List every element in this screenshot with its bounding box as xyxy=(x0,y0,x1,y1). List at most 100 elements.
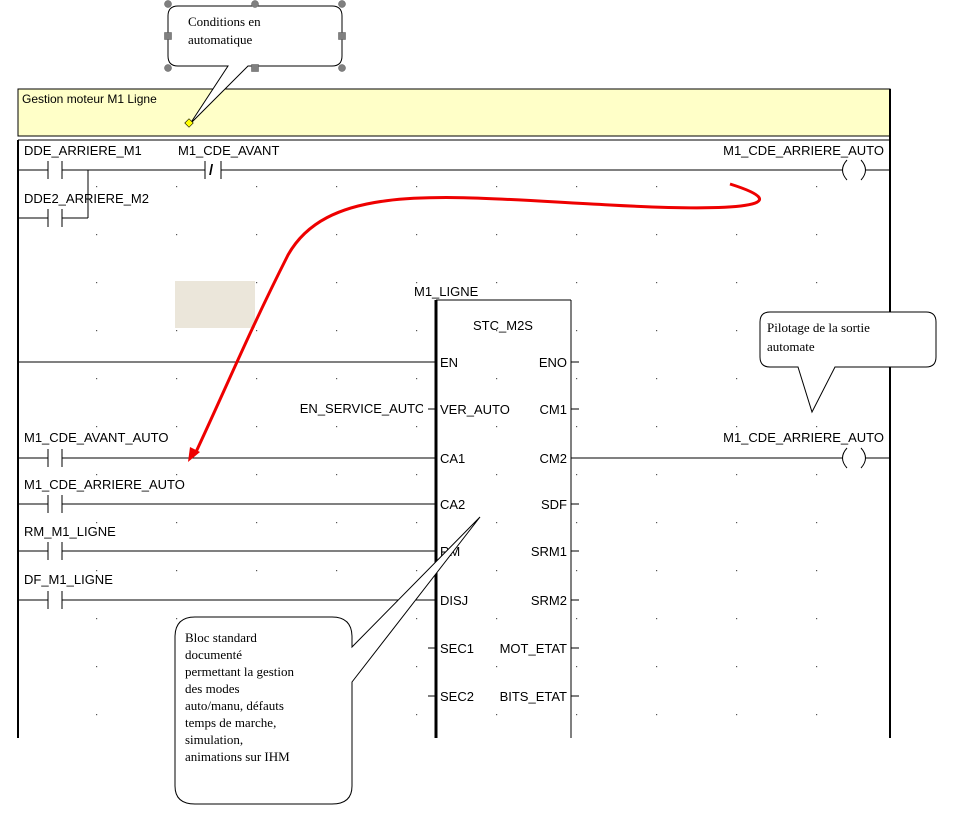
coil-m1-cde-arriere-auto-2: M1_CDE_ARRIERE_AUTO xyxy=(723,430,884,445)
block-pins: ENENOVER_AUTOCM1CA1CM2CA2SDFRMSRM1DISJSR… xyxy=(428,355,579,704)
pin-right-label: CM2 xyxy=(540,451,567,466)
selection-handles[interactable] xyxy=(164,0,346,72)
callout-bloc-line: simulation, xyxy=(185,732,243,747)
grid-dot xyxy=(576,666,578,668)
grid-dot xyxy=(656,714,658,716)
grid-dot xyxy=(576,714,578,716)
grid-dot xyxy=(816,426,818,428)
callout-conditions-line2: automatique xyxy=(188,32,252,47)
contact-dde-arriere-m1: DDE_ARRIERE_M1 xyxy=(24,143,142,158)
grid-dot xyxy=(496,714,498,716)
grid-dot xyxy=(256,426,258,428)
grid-dot xyxy=(336,426,338,428)
grid-dot xyxy=(576,282,578,284)
grid-dot xyxy=(256,234,258,236)
grid-dot xyxy=(416,378,418,380)
empty-placeholder xyxy=(175,281,255,328)
rung-1 xyxy=(18,159,890,227)
grid-dot xyxy=(736,570,738,572)
grid-dot xyxy=(96,714,98,716)
grid-dot xyxy=(816,234,818,236)
grid-dot xyxy=(176,186,178,188)
pin-right-label: BITS_ETAT xyxy=(500,689,567,704)
grid-dot xyxy=(656,378,658,380)
grid-dot xyxy=(576,234,578,236)
grid-dot xyxy=(816,186,818,188)
block-instance-name: M1_LIGNE xyxy=(414,284,479,299)
grid-dot xyxy=(576,522,578,524)
contact-dde2-arriere-m2: DDE2_ARRIERE_M2 xyxy=(24,191,149,206)
grid-dot xyxy=(496,522,498,524)
callout-anchor-handle[interactable] xyxy=(184,118,194,128)
callout-conditions[interactable]: Conditions en automatique xyxy=(164,0,346,128)
negation-symbol: / xyxy=(209,162,214,179)
grid-dot xyxy=(496,570,498,572)
grid-dot xyxy=(496,330,498,332)
grid-dot xyxy=(816,282,818,284)
grid-dot xyxy=(96,378,98,380)
grid-dot xyxy=(736,474,738,476)
block-input-wires xyxy=(18,361,890,609)
grid-dot xyxy=(656,426,658,428)
grid-dot xyxy=(96,330,98,332)
grid-dot xyxy=(96,618,98,620)
callout-pilotage: Pilotage de la sortie automate xyxy=(759,311,937,414)
grid-dot xyxy=(656,522,658,524)
grid-dot xyxy=(496,234,498,236)
grid-dot xyxy=(656,282,658,284)
pin-right-label: ENO xyxy=(539,355,567,370)
callout-bloc-line: temps de marche, xyxy=(185,715,276,730)
pin-right-label: MOT_ETAT xyxy=(500,641,567,656)
grid-dot xyxy=(176,474,178,476)
grid-dot xyxy=(736,330,738,332)
grid-dot xyxy=(256,282,258,284)
contact-m1-cde-avant: M1_CDE_AVANT xyxy=(178,143,279,158)
pin-right-label: SRM1 xyxy=(531,544,567,559)
grid-dot xyxy=(176,426,178,428)
grid-dot xyxy=(416,426,418,428)
function-block: M1_LIGNE STC_M2S xyxy=(414,284,572,738)
grid-dot xyxy=(96,186,98,188)
grid-dot xyxy=(336,282,338,284)
block-type: STC_M2S xyxy=(473,318,533,333)
grid-dot xyxy=(256,378,258,380)
callout-bloc-line: animations sur IHM xyxy=(185,749,290,764)
grid-dot xyxy=(736,618,738,620)
grid-dot xyxy=(816,618,818,620)
callout-bloc-line: auto/manu, défauts xyxy=(185,698,284,713)
grid-dot xyxy=(656,570,658,572)
grid-dot xyxy=(256,330,258,332)
grid-dot xyxy=(576,186,578,188)
grid-dot xyxy=(96,522,98,524)
grid-dot xyxy=(336,234,338,236)
grid-dot xyxy=(176,618,178,620)
grid-dot xyxy=(736,714,738,716)
grid-dot xyxy=(656,474,658,476)
grid-dot xyxy=(496,666,498,668)
pin-left-label: SEC1 xyxy=(440,641,474,656)
grid-dot xyxy=(416,282,418,284)
callout-bloc-line: permettant la gestion xyxy=(185,664,295,679)
grid-dot xyxy=(176,330,178,332)
grid-dot xyxy=(96,426,98,428)
grid-dot xyxy=(736,234,738,236)
grid-dot xyxy=(736,666,738,668)
coil-m1-cde-arriere-auto-1: M1_CDE_ARRIERE_AUTO xyxy=(723,143,884,158)
callout-bloc-line: des modes xyxy=(185,681,240,696)
grid-dot xyxy=(496,378,498,380)
contact-m1-cde-arriere-auto: M1_CDE_ARRIERE_AUTO xyxy=(24,477,185,492)
callout-pilotage-line2: automate xyxy=(767,339,815,354)
grid-dot xyxy=(576,618,578,620)
grid-dot xyxy=(496,186,498,188)
pin-left-label: EN xyxy=(440,355,458,370)
pin-left-label: CA1 xyxy=(440,451,465,466)
grid-dot xyxy=(656,666,658,668)
section-header xyxy=(17,88,891,137)
grid-dot xyxy=(496,282,498,284)
grid-dot xyxy=(576,474,578,476)
grid-dot xyxy=(816,714,818,716)
grid-dot xyxy=(656,234,658,236)
grid-dot xyxy=(816,666,818,668)
